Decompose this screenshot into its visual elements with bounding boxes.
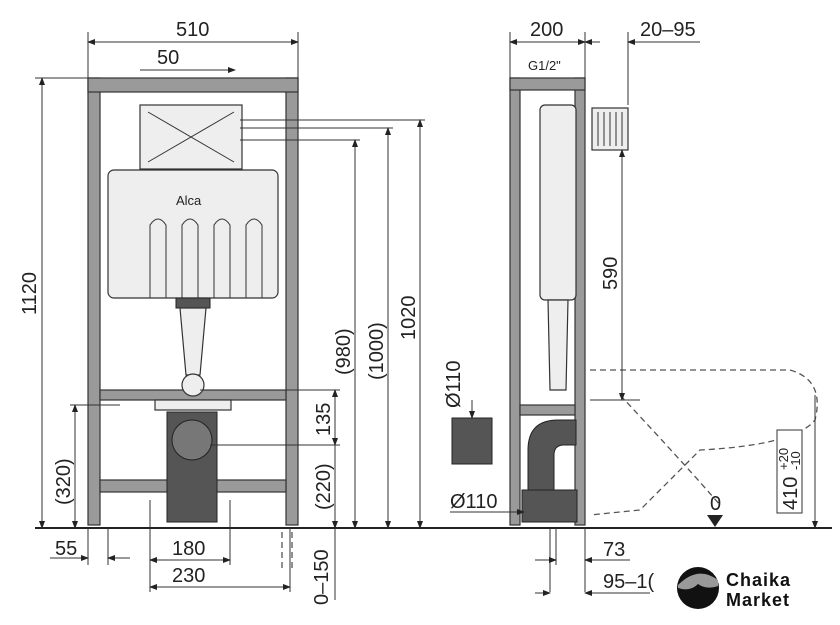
pipe-diameter-upper: Ø110	[443, 361, 465, 408]
dim-320: (320)	[53, 458, 75, 505]
dim-220: (220)	[313, 463, 335, 510]
dim-410: 410	[780, 477, 802, 510]
dim-73: 73	[603, 539, 625, 561]
logo-line1: Chaika	[726, 570, 791, 590]
dim-55: 55	[55, 538, 77, 560]
dim-980: (980)	[333, 328, 355, 375]
pipe-diameter-lower: Ø110	[450, 491, 497, 513]
dim-width-510: 510	[176, 19, 209, 41]
thread-label: G1/2"	[528, 58, 561, 73]
dim-180: 180	[172, 538, 205, 560]
brand-logo: Alca	[176, 193, 202, 208]
dim-0-150: 0–150	[311, 549, 333, 605]
dim-230: 230	[172, 565, 205, 587]
dim-depth-200: 200	[530, 19, 563, 41]
dim-offset-50: 50	[157, 47, 179, 69]
floor-level-label: 0	[710, 493, 721, 515]
side-view-frame	[451, 77, 818, 526]
dim-height-1120: 1120	[19, 272, 41, 315]
tol-plus: +20	[776, 448, 791, 470]
dim-1000: (1000)	[366, 322, 388, 380]
dim-95-10: 95–1(	[603, 571, 654, 593]
dim-135: 135	[313, 403, 335, 436]
dim-20-95: 20–95	[640, 19, 696, 41]
dim-590: 590	[600, 257, 622, 290]
front-view-frame: Alca	[87, 77, 299, 526]
logo-line2: Market	[726, 590, 790, 610]
chaika-market-logo: Chaika Market	[677, 567, 791, 610]
dim-1020: 1020	[398, 296, 420, 341]
cistern	[107, 169, 279, 299]
tol-minus: -10	[788, 451, 803, 470]
dim-410-value: 410	[780, 477, 802, 510]
floor-level-marker-icon	[707, 515, 723, 527]
